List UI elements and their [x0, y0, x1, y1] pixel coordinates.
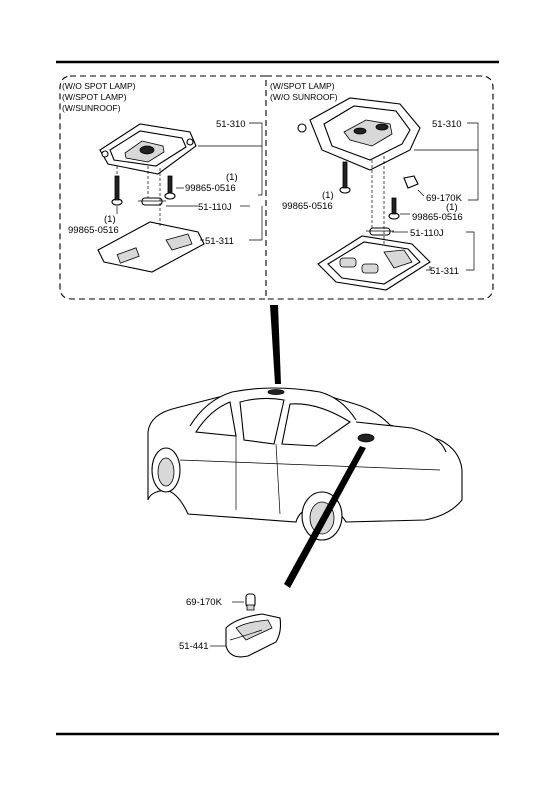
left-panel: (W/O SPOT LAMP) (W/SPOT LAMP) (W/SUNROOF… [62, 81, 263, 273]
left-condition-2: (W/SPOT LAMP) [62, 92, 127, 102]
right-label-screw-left: 99865-0516 [282, 201, 333, 212]
right-label-screw-left-qty: (1) [322, 190, 334, 201]
trunk-label-bulb: 69-170K [186, 597, 223, 608]
right-label-bulb: 51-110J [410, 228, 444, 239]
roof-pointer [270, 305, 281, 384]
right-label-screw-qty: (1) [446, 202, 458, 213]
trunk-lamp-drawing [225, 613, 282, 658]
left-lens-drawing [97, 221, 205, 273]
right-label-spot-bulb: 69-170K [426, 193, 463, 204]
right-housing-drawing [297, 97, 421, 189]
trunk-bulb-drawing [245, 593, 256, 611]
left-housing-drawing [99, 123, 197, 175]
right-right-screw-drawing [388, 197, 400, 220]
right-panel: (W/SPOT LAMP) (W/O SUNROOF) [270, 81, 479, 291]
left-callout-frame [59, 75, 267, 300]
left-bulb-drawing [138, 197, 166, 206]
right-label-housing: 51-310 [432, 119, 462, 130]
trunk-lamp: 69-170K 51-441 [179, 593, 282, 658]
left-label-screw-qty: (1) [226, 172, 238, 183]
right-condition-1: (W/SPOT LAMP) [270, 81, 335, 91]
right-screw-drawing [164, 175, 176, 200]
left-label-screw-left-qty: (1) [104, 214, 116, 225]
trunk-label-lamp: 51-441 [179, 641, 209, 652]
trunk-pointer [284, 446, 366, 588]
left-label-screw-left: 99865-0516 [68, 225, 119, 236]
left-condition-3: (W/SUNROOF) [62, 103, 121, 113]
car-illustration [147, 387, 463, 541]
right-condition-2: (W/O SUNROOF) [270, 92, 338, 102]
left-label-screw-right: 99865-0516 [185, 183, 236, 194]
left-condition-1: (W/O SPOT LAMP) [62, 81, 136, 91]
right-label-lens: 51-311 [430, 266, 459, 277]
right-bulb-drawing [366, 227, 394, 236]
left-label-lens: 51-311 [205, 236, 234, 247]
right-callout-frame [266, 75, 494, 300]
left-label-bulb: 51-110J [198, 202, 232, 213]
right-lens-drawing [317, 235, 431, 291]
left-screw-drawing [111, 166, 123, 206]
right-label-screw-right: 99865-0516 [412, 212, 463, 223]
right-left-screw-drawing [339, 161, 351, 194]
left-label-housing: 51-310 [216, 119, 246, 130]
